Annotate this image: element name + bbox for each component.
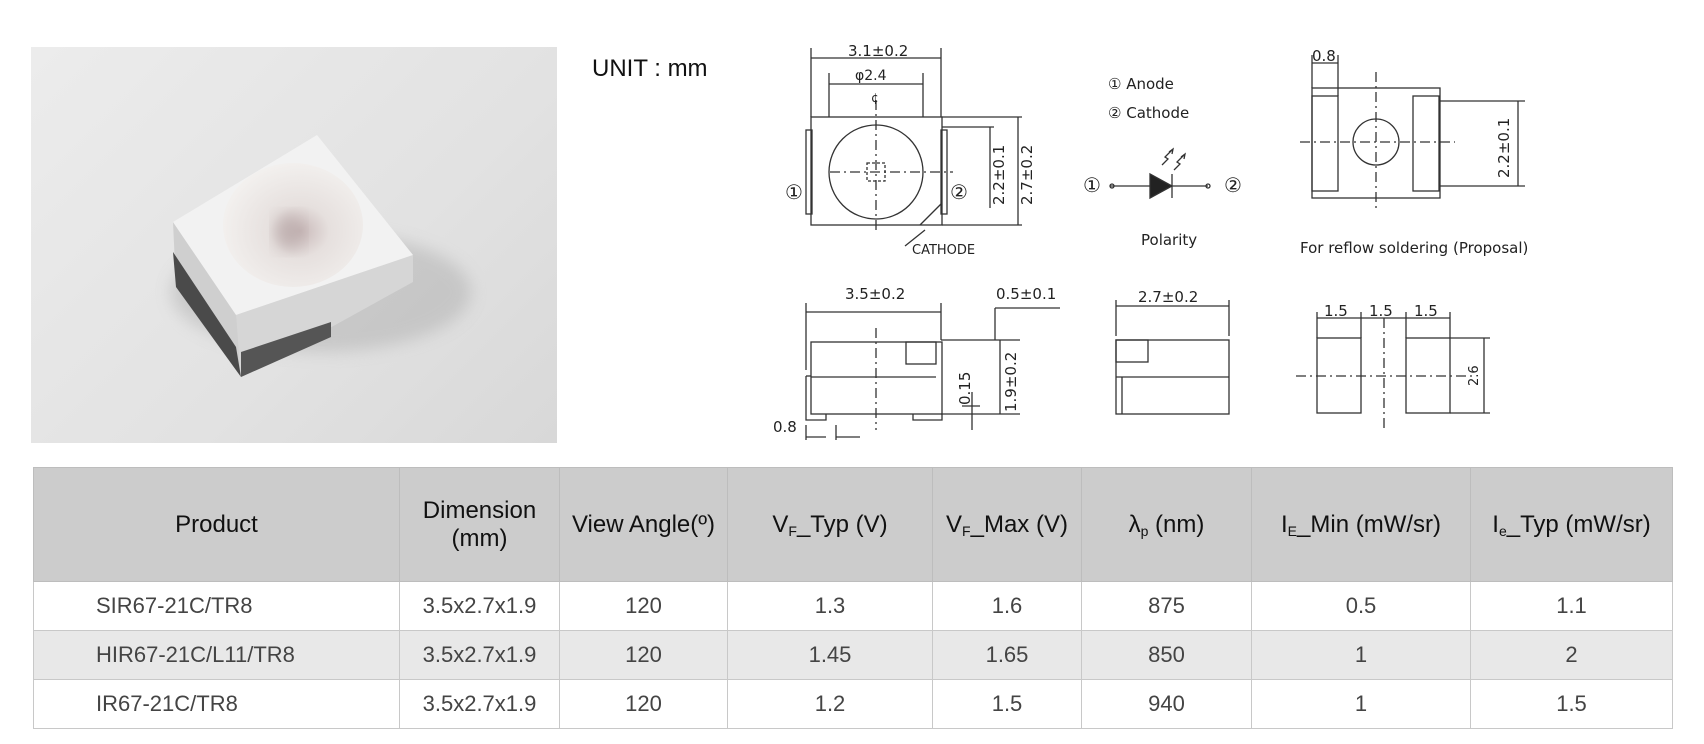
cell-vf-max: 1.65 <box>932 630 1082 680</box>
end-view <box>1115 300 1230 415</box>
cell-vf-max: 1.6 <box>932 581 1082 631</box>
cell-dimension: 3.5x2.7x1.9 <box>399 630 560 680</box>
cell-ie-min: 1 <box>1251 679 1471 729</box>
header-wavelength: λp (nm) <box>1081 467 1252 582</box>
cell-ie-typ: 1.5 <box>1470 679 1673 729</box>
cell-wavelength: 940 <box>1081 679 1252 729</box>
dim-pad-w3: 1.5 <box>1414 302 1438 320</box>
cell-wavelength: 850 <box>1081 630 1252 680</box>
led-package-illustration <box>171 135 471 377</box>
cell-ie-typ: 2 <box>1470 630 1673 680</box>
polarity-pin2: ② <box>1224 173 1242 197</box>
cell-vf-max: 1.5 <box>932 679 1082 729</box>
cell-ie-min: 1 <box>1251 630 1471 680</box>
table-row: SIR67-21C/TR8 3.5x2.7x1.9 120 1.3 1.6 87… <box>33 581 1673 631</box>
dim-height-inner: 2.2±0.1 <box>990 145 1008 205</box>
legend-cathode: ② Cathode <box>1108 104 1189 122</box>
top-view-pin1: ① <box>785 180 803 204</box>
header-vf-max: VF_Max (V) <box>932 467 1082 582</box>
cell-ie-typ: 1.1 <box>1470 581 1673 631</box>
cell-product: SIR67-21C/TR8 <box>33 581 400 631</box>
dim-lens-dia: φ2.4 <box>855 68 887 84</box>
cathode-label: CATHODE <box>912 243 975 258</box>
dim-side-foot: 0.8 <box>773 418 797 436</box>
table-row: HIR67-21C/L11/TR8 3.5x2.7x1.9 120 1.45 1… <box>33 630 1673 680</box>
dim-side-gap: 0.15 <box>956 372 974 405</box>
dim-pad-w1: 1.5 <box>1324 302 1348 320</box>
header-view-angle: View Angle(º) <box>559 467 728 582</box>
unit-label: UNIT : mm <box>592 55 708 82</box>
polarity-pin1: ① <box>1083 173 1101 197</box>
dim-side-length: 3.5±0.2 <box>845 285 905 303</box>
cell-dimension: 3.5x2.7x1.9 <box>399 679 560 729</box>
dim-height-outer: 2.7±0.2 <box>1018 145 1036 205</box>
dim-pad-h: 2.6 <box>1467 365 1482 386</box>
cell-view-angle: 120 <box>559 679 728 729</box>
header-product: Product <box>33 467 400 582</box>
top-view-pin2: ② <box>950 180 968 204</box>
centerline-mark: ¢ <box>871 91 879 105</box>
product-photo <box>31 47 557 443</box>
header-ie-typ: Ie_Typ (mW/sr) <box>1470 467 1673 582</box>
header-ie-min: IE_Min (mW/sr) <box>1251 467 1471 582</box>
dim-end-width: 2.7±0.2 <box>1138 288 1198 306</box>
legend-anode: ① Anode <box>1108 75 1174 93</box>
reflow-caption: For reflow soldering (Proposal) <box>1300 239 1528 257</box>
diode-symbol <box>1109 147 1211 200</box>
header-vf-typ: VF_Typ (V) <box>727 467 933 582</box>
spec-table: Product Dimension(mm) View Angle(º) VF_T… <box>33 467 1673 729</box>
cell-dimension: 3.5x2.7x1.9 <box>399 581 560 631</box>
cell-product: HIR67-21C/L11/TR8 <box>33 630 400 680</box>
cell-product: IR67-21C/TR8 <box>33 679 400 729</box>
header-dimension: Dimension(mm) <box>399 467 560 582</box>
cell-vf-typ: 1.45 <box>727 630 933 680</box>
top-view <box>805 48 1022 247</box>
cell-ie-min: 0.5 <box>1251 581 1471 631</box>
pad-layout-view <box>1296 312 1490 428</box>
reflow-pad-view <box>1300 55 1525 212</box>
dim-top-width: 3.1±0.2 <box>848 42 908 60</box>
dim-side-height: 1.9±0.2 <box>1002 352 1020 412</box>
cell-vf-typ: 1.3 <box>727 581 933 631</box>
side-view <box>805 303 1060 440</box>
dim-pad-top: 0.8 <box>1312 47 1336 65</box>
cell-vf-typ: 1.2 <box>727 679 933 729</box>
cell-wavelength: 875 <box>1081 581 1252 631</box>
cell-view-angle: 120 <box>559 581 728 631</box>
dim-pad-w2: 1.5 <box>1369 302 1393 320</box>
polarity-label: Polarity <box>1141 231 1197 249</box>
dim-side-lead: 0.5±0.1 <box>996 285 1056 303</box>
dimension-drawing: 3.1±0.2 φ2.4 ¢ ① ② 2.2±0.1 2.7±0.2 CATHO… <box>773 42 1528 440</box>
dim-pad-height: 2.2±0.1 <box>1495 118 1513 178</box>
table-header-row: Product Dimension(mm) View Angle(º) VF_T… <box>33 467 1673 582</box>
table-row: IR67-21C/TR8 3.5x2.7x1.9 120 1.2 1.5 940… <box>33 679 1673 729</box>
cell-view-angle: 120 <box>559 630 728 680</box>
